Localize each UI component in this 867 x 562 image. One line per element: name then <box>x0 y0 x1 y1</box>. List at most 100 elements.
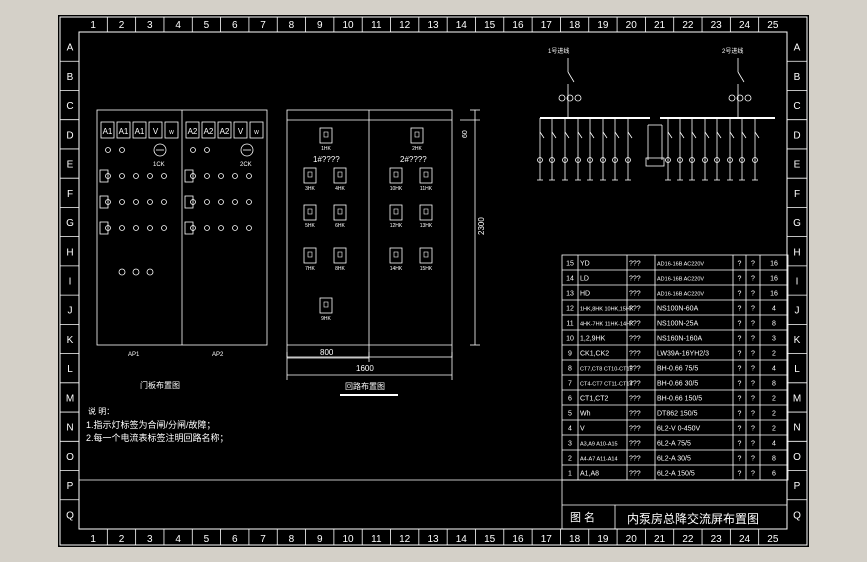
bom-cell: ? <box>738 441 742 448</box>
meter <box>100 121 115 139</box>
bom-cell: NS160N-160A <box>657 336 702 343</box>
grid-col-top: 14 <box>456 20 468 31</box>
title-block <box>79 479 787 529</box>
indicator-lamp-icon <box>119 147 125 153</box>
note-1: 1.指示灯标签为合闸/分闸/故障； <box>86 419 216 430</box>
bom-cell: 10 <box>566 336 574 343</box>
bom-cell: ??? <box>629 291 641 298</box>
bom-cell: Wh <box>580 411 591 418</box>
breaker <box>419 247 433 264</box>
bom-table <box>561 254 789 481</box>
circuit-panel-title: 回路布置图 <box>345 381 385 391</box>
indicator-lamp-icon <box>232 225 238 231</box>
indicator-lamp-icon <box>146 268 154 276</box>
grid-row-left: N <box>66 423 73 434</box>
bom-cell: 2 <box>568 456 572 463</box>
indicator-lamp-icon <box>218 199 224 205</box>
indicator-lamp-icon <box>119 225 125 231</box>
bom-cell: 2 <box>772 396 776 403</box>
grid-row-right: E <box>794 160 801 171</box>
dim-height: 2300 <box>477 217 486 235</box>
breaker <box>303 167 317 184</box>
breaker-label: 15HK <box>420 266 433 272</box>
grid-col-top: 22 <box>682 20 694 31</box>
grid-col-bottom: 22 <box>682 534 694 545</box>
bom-cell: ? <box>751 321 755 328</box>
bom-cell: LW39A-16YH2/3 <box>657 351 709 358</box>
bom-cell: 14 <box>566 276 574 283</box>
bom-cell: DT862 150/5 <box>657 411 698 418</box>
bom-cell: HD <box>580 291 590 298</box>
breaker <box>419 204 433 221</box>
bom-cell: 8 <box>772 456 776 463</box>
bom-cell: NS100N-25A <box>657 321 699 328</box>
bom-cell: A3,A9 A10-A15 <box>580 442 618 448</box>
source-label-left: 1号进线 <box>548 47 569 55</box>
cabinet-label-ap1: AP1 <box>128 352 140 358</box>
meter-label: A1 <box>119 127 129 136</box>
grid-col-top: 25 <box>767 20 779 31</box>
grid-col-bottom: 7 <box>260 534 266 545</box>
bom-cell: 8 <box>772 381 776 388</box>
dim-top: 60 <box>462 130 469 138</box>
bom-cell: 6 <box>568 396 572 403</box>
breaker <box>319 297 333 314</box>
indicator-lamp-icon <box>161 173 167 179</box>
bom-cell: ? <box>751 351 755 358</box>
bom-cell: A1,A8 <box>580 471 599 478</box>
breaker-label: 1HK <box>321 146 331 152</box>
breaker-label: 9HK <box>321 316 331 322</box>
bom-cell: ? <box>751 336 755 343</box>
bom-cell: 11 <box>566 321 573 328</box>
grid-row-left: P <box>67 481 74 492</box>
bom-cell: ? <box>751 261 755 268</box>
grid-col-bottom: 16 <box>512 534 524 545</box>
breaker <box>389 204 403 221</box>
breaker-label: 5HK <box>305 223 315 229</box>
ammeter-small <box>184 221 194 235</box>
meter <box>148 121 163 139</box>
grid-row-right: L <box>794 364 800 375</box>
grid-col-top: 15 <box>484 20 496 31</box>
single-line-schematic <box>537 58 775 181</box>
bom-cell: ??? <box>629 351 641 358</box>
bom-cell: ??? <box>629 261 641 268</box>
bom-cell: 4 <box>772 366 776 373</box>
indicator-lamp-icon <box>161 225 167 231</box>
bom-cell: NS100N-60A <box>657 306 699 313</box>
bom-cell: 8 <box>568 366 572 373</box>
grid-col-bottom: 6 <box>232 534 238 545</box>
bom-cell: ? <box>751 276 755 283</box>
meter <box>185 121 200 139</box>
grid-row-left: A <box>67 43 74 54</box>
switch-label-1ck: 1CK <box>153 162 165 168</box>
grid-row-right: C <box>793 101 800 112</box>
bom-cell: ? <box>738 261 742 268</box>
indicator-lamp-icon <box>147 225 153 231</box>
bom-cell: 6L2-A 150/5 <box>657 471 695 478</box>
bom-cell: ? <box>751 471 755 478</box>
grid-col-bottom: 11 <box>371 534 382 545</box>
meter-label: A2 <box>204 127 214 136</box>
grid-row-right: J <box>795 306 800 317</box>
grid-row-left: I <box>69 277 72 288</box>
bom-cell: LD <box>580 276 589 283</box>
grid-row-right: H <box>793 247 800 258</box>
meter <box>233 121 248 139</box>
bom-cell: BH-0.66 150/5 <box>657 396 702 403</box>
grid-col-bottom: 5 <box>204 534 210 545</box>
breaker-label: 2HK <box>412 146 422 152</box>
grid-col-bottom: 2 <box>119 534 125 545</box>
grid-row-left: L <box>67 364 73 375</box>
bom-cell: ??? <box>629 396 641 403</box>
grid-col-top: 16 <box>512 20 524 31</box>
grid-col-bottom: 12 <box>399 534 411 545</box>
bom-cell: ??? <box>629 366 641 373</box>
grid-col-bottom: 20 <box>626 534 638 545</box>
grid-col-top: 9 <box>317 20 323 31</box>
bom-cell: ??? <box>629 441 641 448</box>
dim-section: 800 <box>320 348 334 357</box>
